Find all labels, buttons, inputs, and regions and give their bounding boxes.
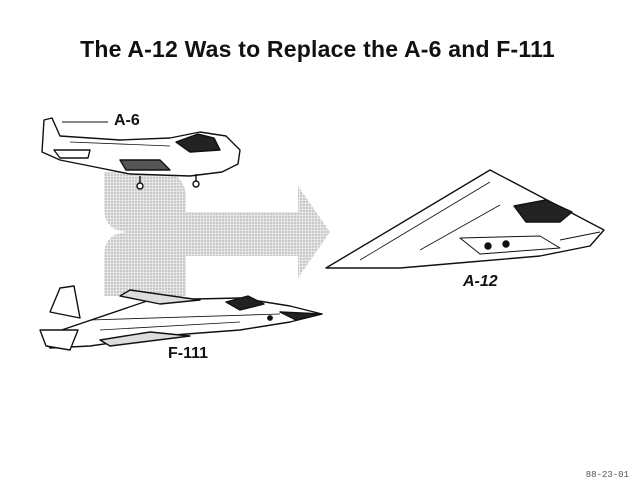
document-code: 88-23-01 xyxy=(585,470,629,480)
a12-label: A-12 xyxy=(463,273,498,290)
merge-arrow-icon xyxy=(104,172,330,296)
f111-label: F-111 xyxy=(168,345,209,362)
figure-title: The A-12 Was to Replace the A-6 and F-11… xyxy=(80,36,555,62)
a12-aircraft-icon xyxy=(325,169,605,269)
a6-label: A-6 xyxy=(114,112,140,129)
f111-aircraft-icon xyxy=(39,285,323,351)
a6-aircraft-icon xyxy=(41,117,241,190)
